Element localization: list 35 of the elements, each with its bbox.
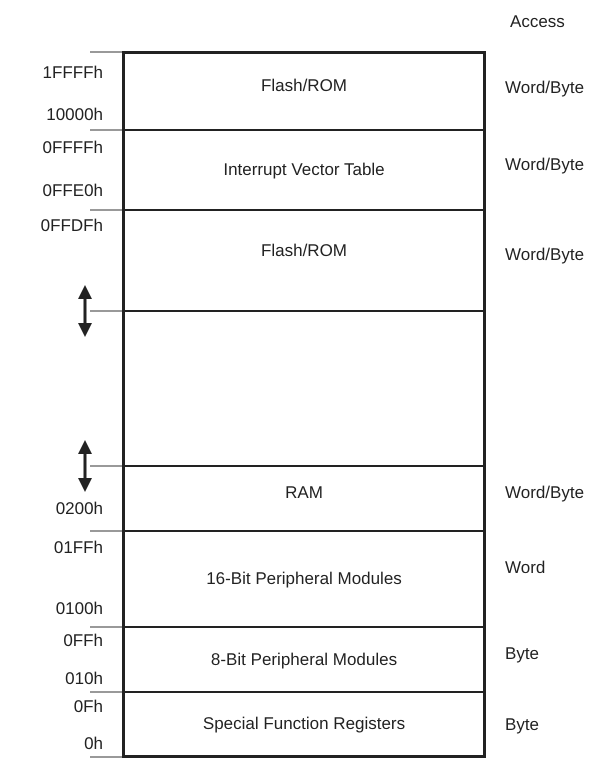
address-label: 1FFFFh bbox=[42, 63, 103, 83]
address-label: 0200h bbox=[56, 499, 103, 519]
region-name: 16-Bit Peripheral Modules bbox=[206, 569, 402, 589]
address-label: 0100h bbox=[56, 599, 103, 619]
address-label: 10000h bbox=[46, 105, 103, 125]
address-label: 0FFE0h bbox=[42, 181, 103, 201]
access-type: Word/Byte bbox=[505, 245, 584, 265]
address-label: 01FFh bbox=[54, 538, 103, 558]
address-label: 0FFh bbox=[63, 631, 103, 651]
address-label: 010h bbox=[65, 669, 103, 689]
access-type: Byte bbox=[505, 715, 540, 735]
memory-region bbox=[122, 51, 486, 131]
memory-region bbox=[122, 209, 486, 312]
memory-region bbox=[122, 465, 486, 532]
region-name: Interrupt Vector Table bbox=[223, 160, 385, 180]
region-name: RAM bbox=[285, 482, 323, 502]
address-label: 0FFFFh bbox=[42, 138, 103, 158]
address-label: 0h bbox=[84, 734, 103, 754]
memory-region bbox=[122, 626, 486, 693]
access-type: Byte bbox=[505, 644, 540, 664]
access-type: Word bbox=[505, 558, 546, 578]
region-name: Special Function Registers bbox=[202, 714, 406, 734]
region-name: Flash/ROM bbox=[261, 76, 347, 96]
memory-region bbox=[122, 691, 486, 758]
memory-region bbox=[122, 310, 486, 467]
region-name: Flash/ROM bbox=[261, 240, 347, 260]
access-type: Word/Byte bbox=[505, 155, 584, 175]
address-label: 0FFDFh bbox=[40, 216, 103, 236]
access-type: Word/Byte bbox=[505, 483, 584, 503]
access-type: Word/Byte bbox=[505, 78, 584, 98]
address-label: 0Fh bbox=[74, 697, 103, 717]
column-heading: Access bbox=[510, 12, 565, 32]
memory-region bbox=[122, 129, 486, 211]
memory-region bbox=[122, 530, 486, 628]
region-name: 8-Bit Peripheral Modules bbox=[210, 650, 398, 670]
